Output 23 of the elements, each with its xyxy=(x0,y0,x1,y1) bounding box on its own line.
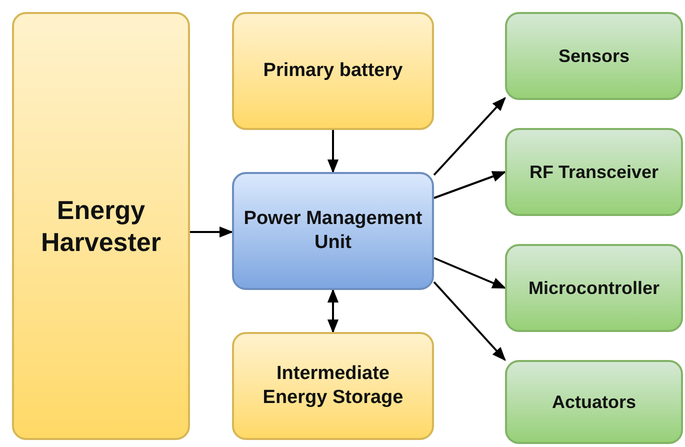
arrow xyxy=(327,130,339,174)
load-box xyxy=(505,128,683,216)
load-box xyxy=(505,12,683,100)
process-box xyxy=(232,172,434,290)
power-source-box xyxy=(12,12,190,440)
load-box xyxy=(505,360,683,444)
node-label: Microcontroller xyxy=(528,276,660,300)
node-label: RF Transceiver xyxy=(529,160,659,184)
arrow xyxy=(433,281,506,362)
node-label: Intermediate Energy Storage xyxy=(262,362,404,410)
node-label: Actuators xyxy=(552,390,636,414)
node-label: Primary battery xyxy=(263,59,403,83)
node-label: Power Management Unit xyxy=(242,207,424,255)
node-label: Sensors xyxy=(558,44,630,68)
arrow xyxy=(327,288,339,334)
power-source-box xyxy=(232,332,434,440)
arrow xyxy=(190,226,234,238)
arrow xyxy=(434,257,506,289)
arrow xyxy=(434,171,506,199)
power-source-box xyxy=(232,12,434,130)
arrow xyxy=(433,96,506,176)
load-box xyxy=(505,244,683,332)
node-label: Energy Harvester xyxy=(40,194,162,258)
